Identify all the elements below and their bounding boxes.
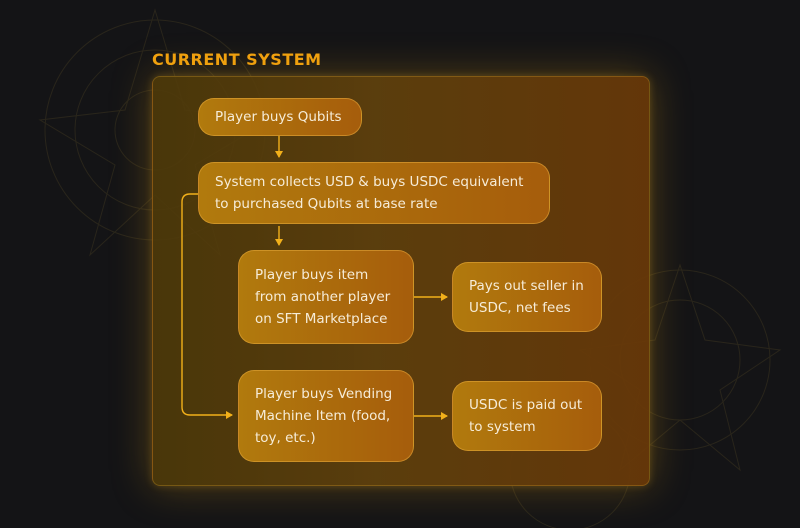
node-pays-out-seller: Pays out seller in USDC, net fees	[452, 262, 602, 332]
node-player-buys-vending: Player buys Vending Machine Item (food, …	[238, 370, 414, 462]
node-usdc-paid-to-system: USDC is paid out to system	[452, 381, 602, 451]
node-system-collects-usd: System collects USD & buys USDC equivale…	[198, 162, 550, 224]
node-player-buys-qubits: Player buys Qubits	[198, 98, 362, 136]
node-player-buys-from-player: Player buys item from another player on …	[238, 250, 414, 344]
diagram-title: CURRENT SYSTEM	[152, 50, 322, 69]
